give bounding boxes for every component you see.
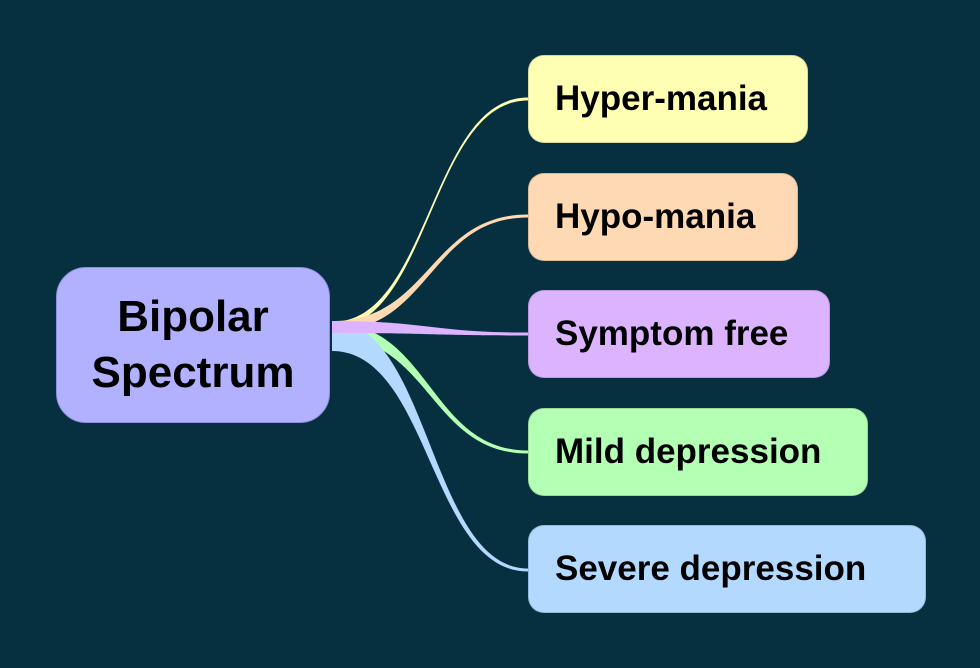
node-label: Hyper-mania — [555, 79, 768, 118]
root-label-line-1: Bipolar — [117, 292, 269, 341]
child-node-severe-depression[interactable]: Severe depression — [528, 525, 926, 613]
connector-mild-depression — [332, 323, 528, 454]
node-label: Symptom free — [555, 314, 789, 353]
child-node-hypo-mania[interactable]: Hypo-mania — [528, 173, 798, 261]
node-label: Severe depression — [555, 549, 867, 588]
connector-hypo-mania — [332, 214, 528, 331]
root-label-line-2: Spectrum — [91, 348, 295, 397]
node-label: Hypo-mania — [555, 197, 756, 236]
connector-hyper-mania — [332, 97, 528, 328]
connector-symptom-free — [332, 321, 528, 336]
child-node-mild-depression[interactable]: Mild depression — [528, 408, 868, 496]
child-node-hyper-mania[interactable]: Hyper-mania — [528, 55, 808, 143]
root-node-bipolar-spectrum[interactable]: Bipolar Spectrum — [56, 267, 330, 423]
node-label: Mild depression — [555, 432, 822, 471]
connector-severe-depression — [332, 321, 528, 572]
child-node-symptom-free[interactable]: Symptom free — [528, 290, 830, 378]
